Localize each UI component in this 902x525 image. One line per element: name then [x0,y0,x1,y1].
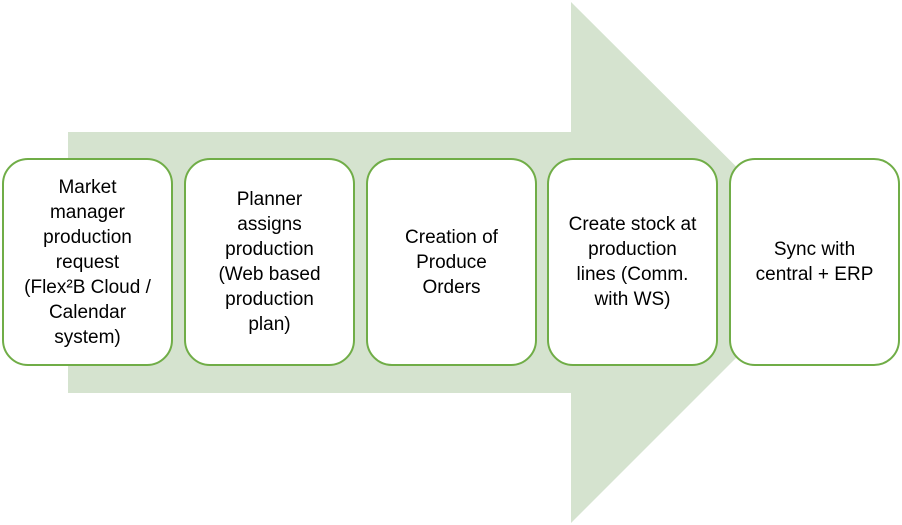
step-creation-of-produce-orders: Creation of Produce Orders [366,158,537,366]
step-label: Create stock at production lines (Comm. … [568,214,697,310]
step-label: Market manager production request (Flex²… [24,176,151,348]
step-label: Sync with central + ERP [755,239,874,285]
step-label: Creation of Produce Orders [405,226,498,298]
step-label: Planner assigns production (Web based pr… [218,189,321,335]
step-planner-assigns-production: Planner assigns production (Web based pr… [184,158,355,366]
step-create-stock: Create stock at production lines (Comm. … [547,158,718,366]
step-market-manager-request: Market manager production request (Flex²… [2,158,173,366]
step-sync-with-central-erp: Sync with central + ERP [729,158,900,366]
